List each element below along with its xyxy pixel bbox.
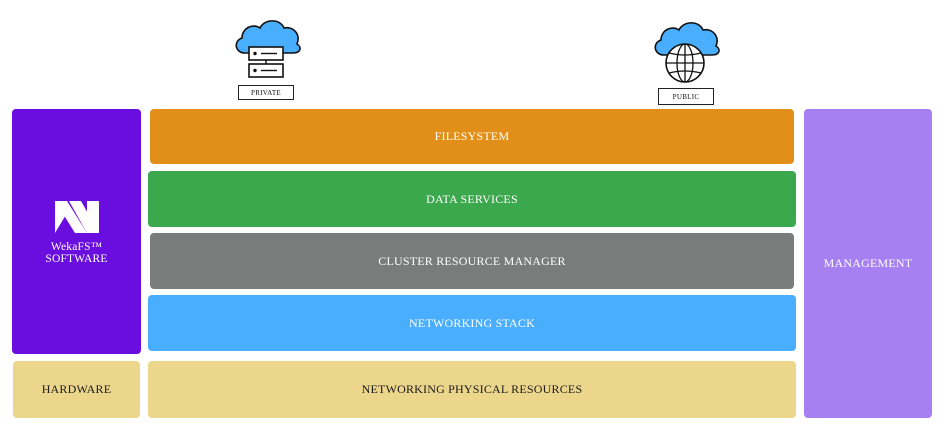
- wekafs-software-block: WekaFS™ SOFTWARE: [12, 109, 141, 354]
- wekafs-software-label: WekaFS™ SOFTWARE: [45, 240, 108, 265]
- data-services-block: DATA SERVICES: [148, 171, 796, 227]
- networking-physical-resources-block: NETWORKING PHYSICAL RESOURCES: [148, 361, 796, 418]
- public-cloud-icon: [654, 22, 720, 83]
- weka-logo-icon: [54, 200, 99, 233]
- cluster-resource-manager-block: CLUSTER RESOURCE MANAGER: [150, 233, 794, 289]
- management-block: MANAGEMENT: [804, 109, 932, 418]
- filesystem-block: FILESYSTEM: [150, 109, 794, 164]
- public-label: PUBLIC: [658, 88, 714, 105]
- private-label: PRIVATE: [238, 85, 294, 100]
- private-cloud-icon: [235, 20, 301, 78]
- hardware-block: HARDWARE: [13, 361, 140, 418]
- networking-stack-block: NETWORKING STACK: [148, 295, 796, 351]
